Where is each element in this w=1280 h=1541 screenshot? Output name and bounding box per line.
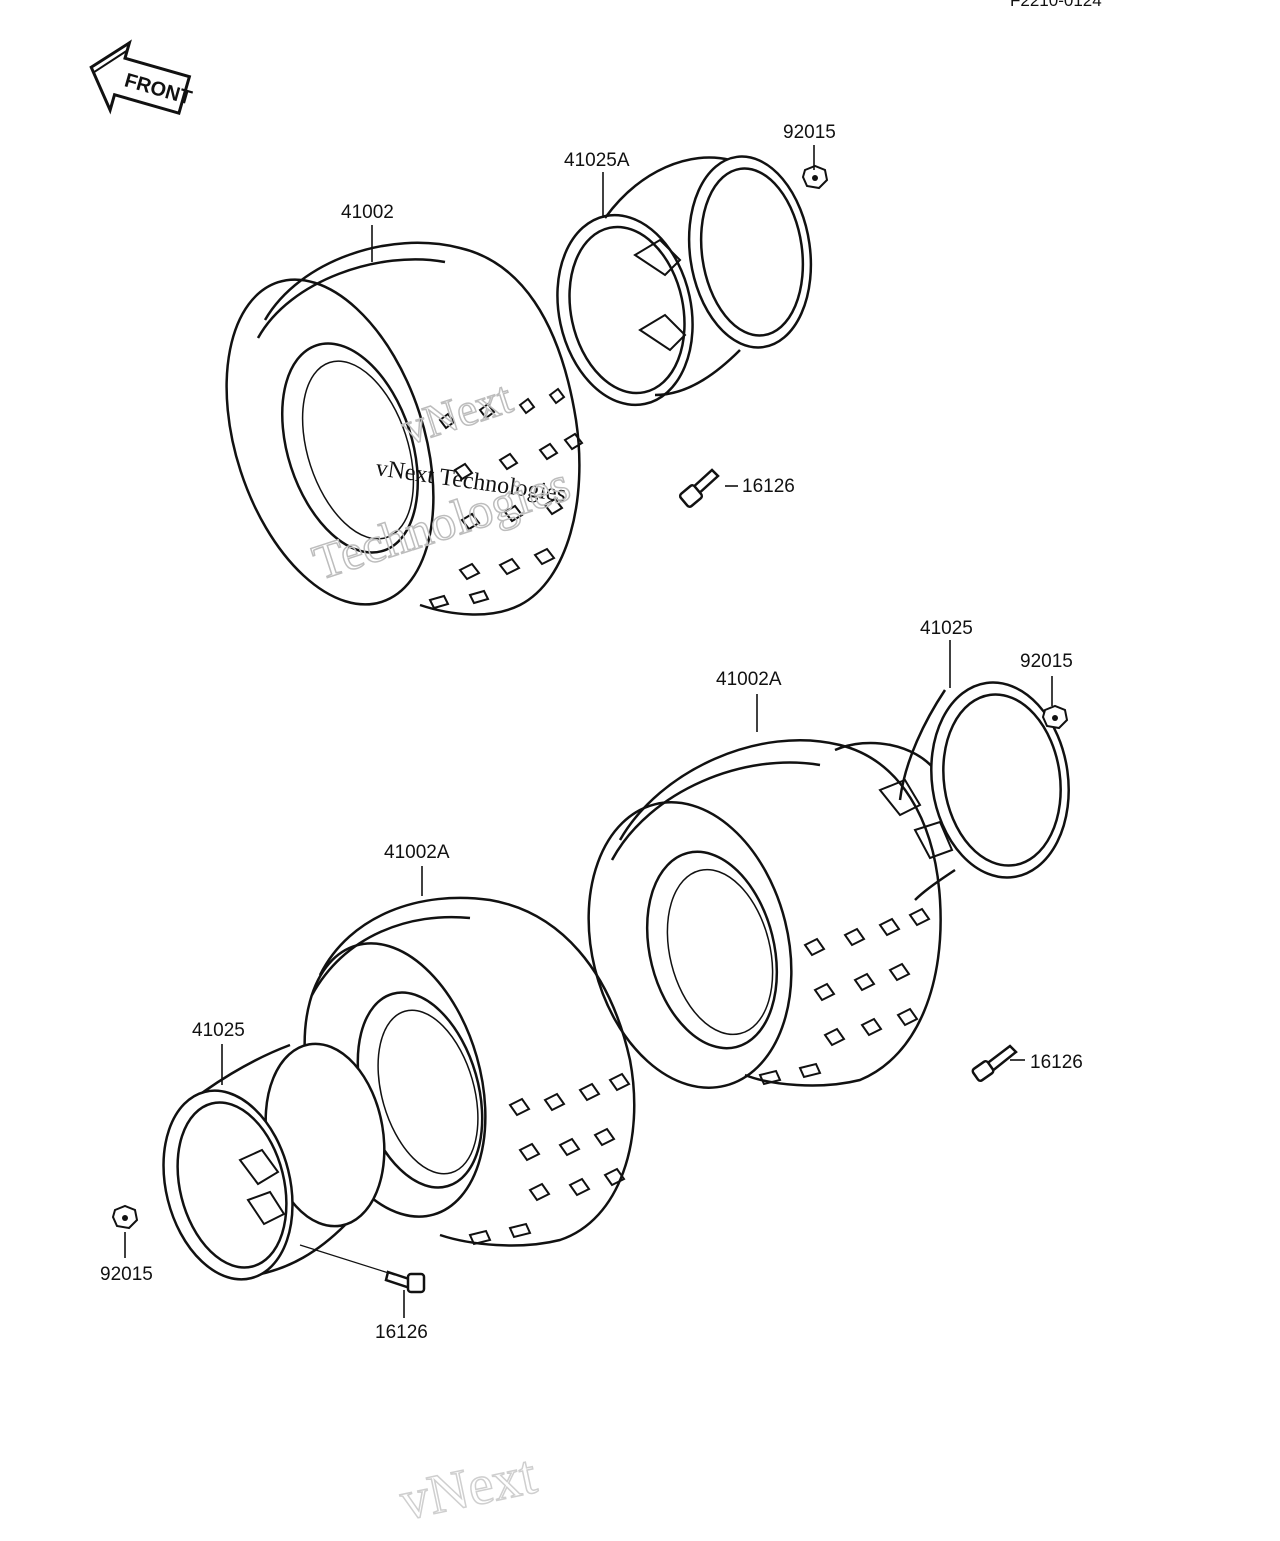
callout-92015-upper: 92015: [783, 122, 836, 143]
callout-41002-upper: 41002: [341, 202, 394, 223]
callout-92015-right: 92015: [1020, 651, 1073, 672]
drawing-code: F2210-0124: [1010, 0, 1102, 10]
rear-tire-upper: [225, 241, 584, 616]
watermark-line2: vNext: [395, 371, 518, 454]
valve-left-axis: [299, 1244, 396, 1276]
callout-16126-left: 16126: [375, 1322, 428, 1343]
callout-16126-right: 16126: [1030, 1052, 1083, 1073]
rear-wheel-upper: [556, 155, 813, 407]
front-tire-right: [587, 739, 942, 1089]
nut-upper: [801, 164, 829, 190]
callout-16126-upper: 16126: [742, 476, 795, 497]
front-wheel-right: [834, 681, 1070, 901]
callout-41025-left: 41025: [192, 1020, 245, 1041]
nut-left: [111, 1204, 139, 1230]
front-wheel-left: [162, 1042, 386, 1281]
callout-92015-left: 92015: [100, 1264, 153, 1285]
valve-upper: [678, 468, 720, 508]
front-arrow-icon: FRONT: [89, 39, 194, 116]
leader-lines: [124, 145, 1053, 1318]
nut-right: [1041, 704, 1069, 730]
valve-left: [384, 1270, 426, 1294]
callout-41025-right: 41025: [920, 618, 973, 639]
valve-right: [971, 1044, 1018, 1082]
callout-41002a-right: 41002A: [716, 669, 782, 690]
watermark-bottom: vNext: [395, 1444, 542, 1533]
callout-41002a-left: 41002A: [384, 842, 450, 863]
callout-41025a-upper: 41025A: [564, 150, 630, 171]
